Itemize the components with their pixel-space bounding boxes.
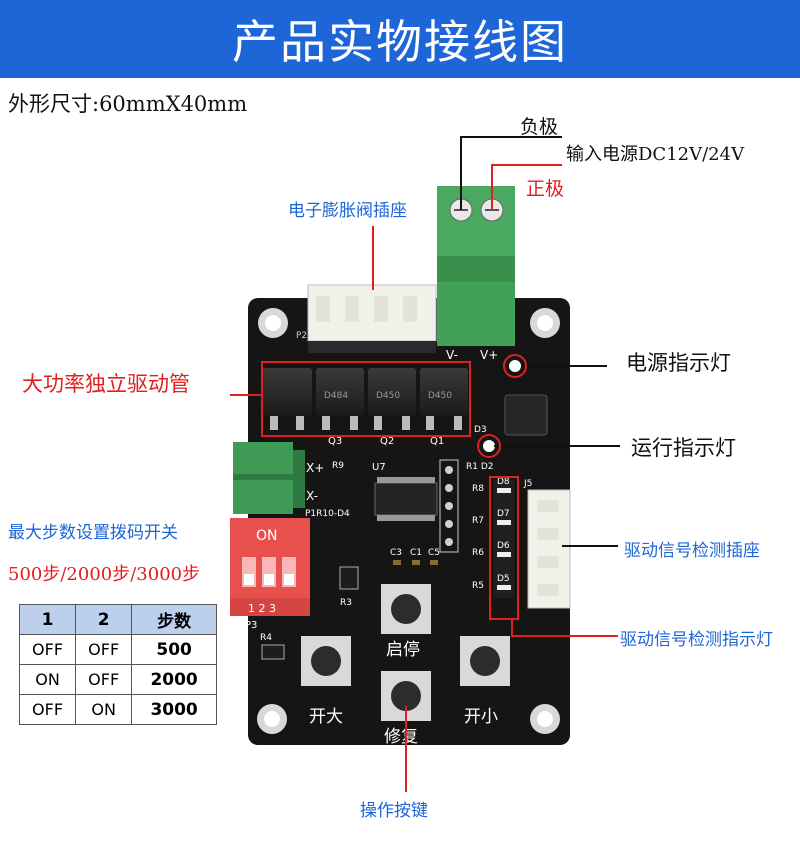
negative-label: 负极 — [520, 116, 559, 138]
table-cell: ON — [75, 694, 133, 725]
eev-socket — [307, 284, 437, 353]
table-header: 1 — [18, 604, 77, 635]
mosfet-3-mark: D450 — [428, 391, 452, 401]
table-cell: OFF — [18, 634, 77, 665]
power-input-label: 输入电源DC12V/24V — [566, 144, 745, 165]
c1-silk: C1 — [410, 548, 422, 558]
btn-start-stop-label: 启停 — [386, 640, 420, 660]
signal-socket-label: 驱动信号检测插座 — [624, 541, 760, 561]
power-led-label: 电源指示灯 — [626, 351, 731, 375]
mosfet-row — [262, 368, 468, 430]
table-cell: 2000 — [131, 664, 217, 695]
d7-silk: D7 — [497, 509, 510, 519]
run-led — [483, 440, 495, 452]
p1r10d4-silk: P1R10-D4 — [305, 509, 350, 519]
r3-silk: R3 — [340, 598, 352, 608]
q1-silk: Q1 — [430, 436, 444, 447]
d5-silk: D5 — [497, 574, 510, 584]
dip-switch — [230, 518, 310, 616]
small-ic — [339, 566, 359, 590]
r1d2-silk: R1 D2 — [466, 462, 494, 472]
table-header-row: 1 2 步数 — [18, 604, 217, 635]
mosfet-1-mark: D484 — [324, 391, 348, 401]
positive-label: 正极 — [526, 178, 565, 200]
callout-lines — [230, 136, 620, 792]
power-led — [509, 360, 521, 372]
buttons-label: 操作按键 — [360, 801, 428, 821]
r5-silk: R5 — [472, 581, 484, 591]
table-cell: OFF — [18, 694, 77, 725]
btn-open-big-label: 开大 — [309, 707, 343, 727]
power-terminal — [437, 186, 515, 346]
step-options-label: 500步/2000步/3000步 — [8, 564, 201, 585]
table-cell: 3000 — [131, 694, 217, 725]
capacitors — [393, 560, 438, 565]
run-led-label: 运行指示灯 — [631, 436, 736, 460]
steps-table: 1 2 步数 OFF OFF 500 ON OFF 2000 OFF ON 30… — [18, 604, 217, 725]
r8-silk: R8 — [472, 484, 484, 494]
table-cell: ON — [18, 664, 77, 695]
table-row: OFF ON 3000 — [18, 694, 217, 725]
d6-silk: D6 — [497, 541, 510, 551]
d3-silk: D3 — [474, 425, 487, 435]
terminal-neg-silk: V- — [446, 348, 458, 362]
signal-leds — [494, 480, 514, 598]
table-header: 步数 — [131, 604, 217, 635]
page-title: 产品实物接线图 — [232, 15, 568, 69]
main-ic — [374, 477, 438, 521]
title-banner: 产品实物接线图 — [0, 0, 800, 78]
header-pins — [439, 459, 459, 553]
signal-leds-label: 驱动信号检测指示灯 — [620, 630, 773, 650]
r9-silk: R9 — [332, 461, 344, 471]
table-cell: 500 — [131, 634, 217, 665]
d8-silk: D8 — [497, 477, 510, 487]
r7-silk: R7 — [472, 516, 484, 526]
mosfet-2-mark: D450 — [376, 391, 400, 401]
dip-switch-label: 最大步数设置拨码开关 — [8, 523, 178, 543]
u7-silk: U7 — [372, 462, 386, 473]
x-plus-silk: X+ — [306, 461, 324, 475]
q2-silk: Q2 — [380, 436, 394, 447]
c3-silk: C3 — [390, 548, 402, 558]
btn-open-small-label: 开小 — [464, 707, 498, 727]
regulator-chip — [504, 394, 548, 436]
j5-silk: J5 — [523, 479, 532, 489]
dimensions-text: 外形尺寸:60mmX40mm — [8, 92, 248, 116]
table-row: ON OFF 2000 — [18, 664, 217, 695]
table-row: OFF OFF 500 — [18, 634, 217, 665]
btn-repair-label: 修复 — [384, 727, 418, 747]
r4-silk: R4 — [260, 633, 272, 643]
signal-socket — [527, 489, 571, 609]
x-terminal — [233, 442, 305, 514]
eev-socket-label: 电子膨胀阀插座 — [288, 201, 407, 221]
dip-on-text: ON — [256, 528, 278, 544]
r6-silk: R6 — [472, 548, 484, 558]
x-minus-silk: X- — [306, 489, 318, 503]
small-ic-r4 — [261, 644, 285, 660]
table-cell: OFF — [75, 664, 133, 695]
drive-tubes-label: 大功率独立驱动管 — [22, 372, 190, 396]
q3-silk: Q3 — [328, 436, 342, 447]
tactile-buttons — [301, 584, 510, 721]
terminal-pos-silk: V+ — [480, 348, 498, 362]
dip-numbers-text: 1 2 3 — [248, 602, 276, 615]
table-header: 2 — [75, 604, 133, 635]
mounting-holes — [257, 308, 560, 734]
p2-silk: P2 — [296, 331, 307, 341]
c5-silk: C5 — [428, 548, 440, 558]
p3-silk: P3 — [245, 620, 257, 631]
table-cell: OFF — [75, 634, 133, 665]
